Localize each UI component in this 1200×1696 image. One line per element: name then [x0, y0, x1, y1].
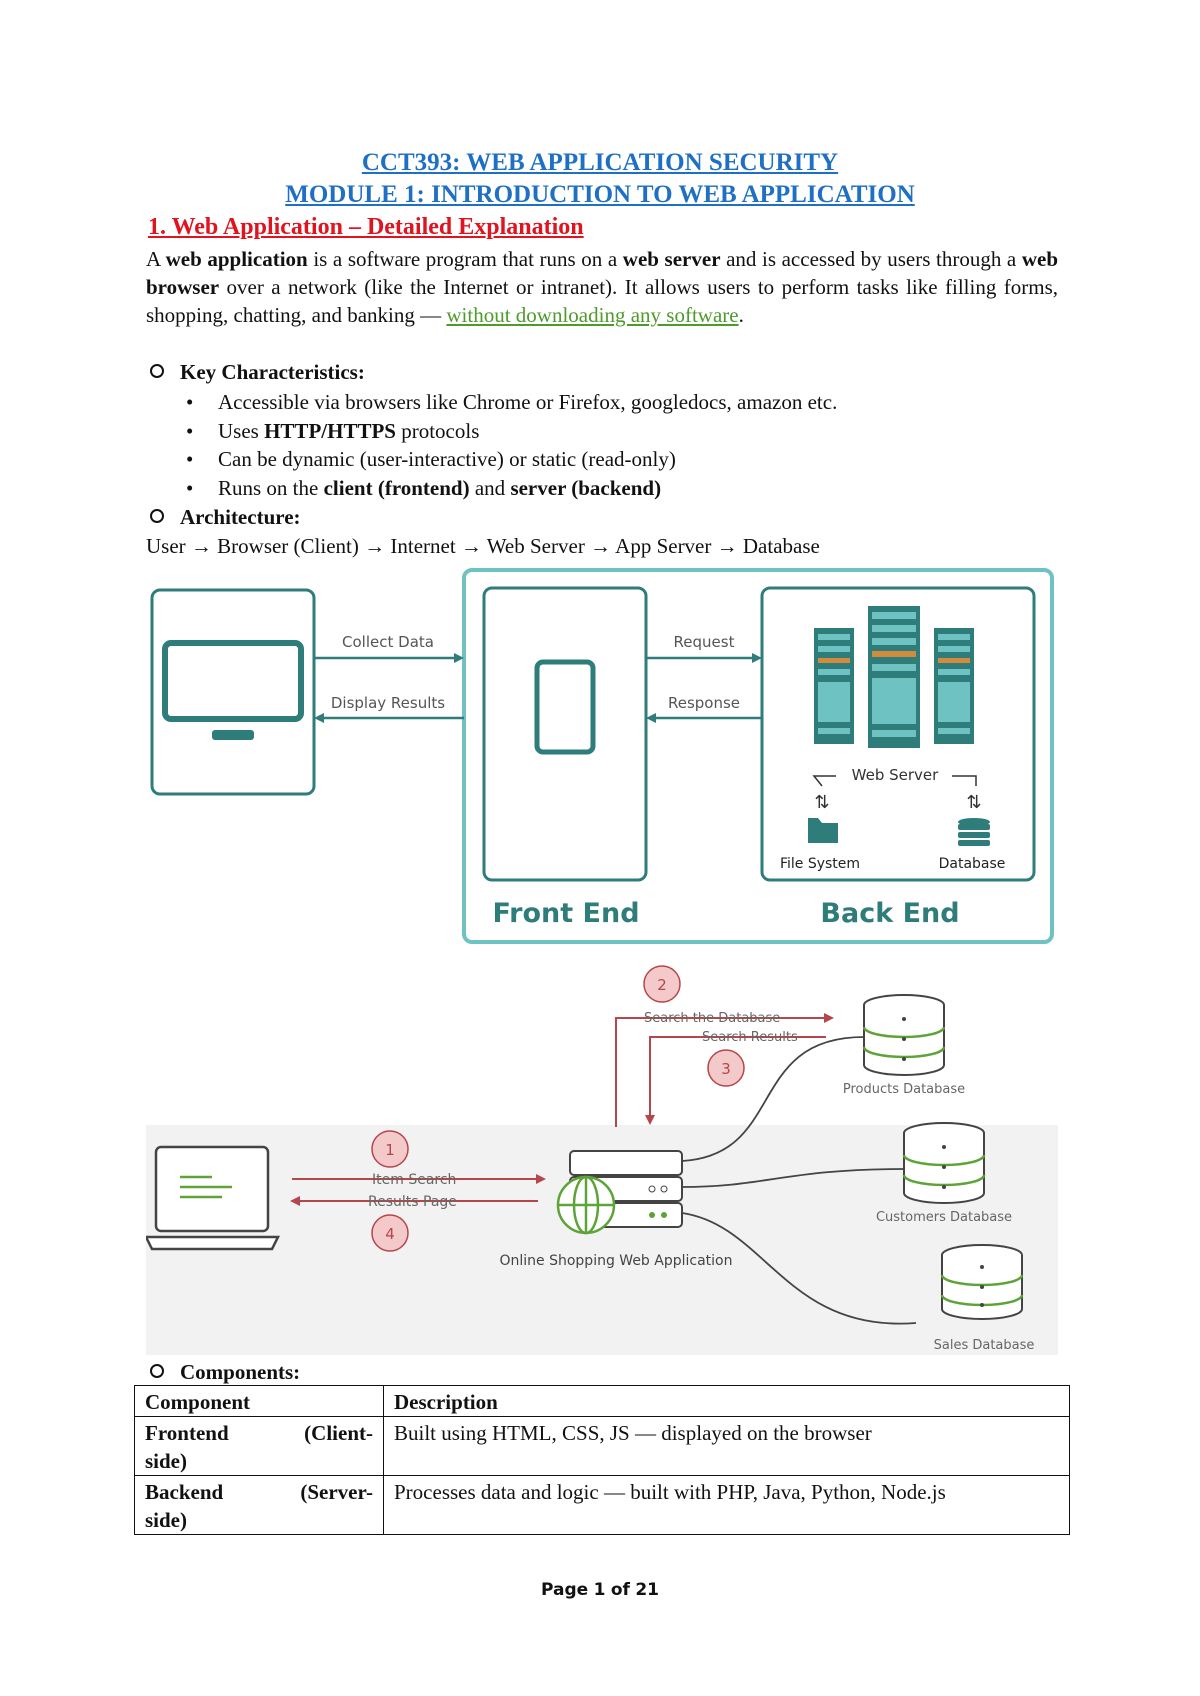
module-title: MODULE 1: INTRODUCTION TO WEB APPLICATIO… [285, 181, 915, 208]
description-cell: Built using HTML, CSS, JS — displayed on… [383, 1416, 1070, 1476]
display-results-label: Display Results [331, 694, 445, 712]
header-description: Description [383, 1385, 1070, 1417]
response-label: Response [668, 694, 740, 712]
list-item: Uses HTTP/HTTPS protocols [180, 417, 837, 446]
file-system-label: File System [780, 856, 860, 872]
svg-text:4: 4 [385, 1225, 395, 1243]
application-frame [462, 568, 1054, 944]
front-end-label: Front End [492, 898, 639, 929]
table-header-row: Component Description [134, 1385, 1070, 1417]
collect-data-label: Collect Data [342, 633, 434, 651]
backend-box [760, 586, 1036, 882]
component-cell: Frontend(Client- side) [134, 1416, 384, 1476]
database-icon [940, 1244, 1024, 1320]
section-heading: 1. Web Application – Detailed Explanatio… [148, 214, 584, 240]
customers-db-label: Customers Database [876, 1210, 1012, 1225]
database-icon [902, 1122, 986, 1204]
page-footer: Page 1 of 21 [541, 1580, 659, 1600]
sales-db-label: Sales Database [934, 1338, 1035, 1353]
server-rack-icon [814, 606, 974, 748]
laptop-icon [146, 1145, 281, 1251]
step-badge: 1 [371, 1130, 409, 1168]
frontend-box [482, 586, 648, 882]
step-badge: 3 [707, 1049, 745, 1087]
circle-bullet-icon [150, 509, 164, 523]
frontend-backend-diagram: Collect Data Display Results Request Res… [146, 566, 1058, 948]
web-server-label: Web Server [852, 766, 939, 784]
app-label: Online Shopping Web Application [499, 1253, 732, 1269]
globe-icon [556, 1175, 616, 1235]
circle-bullet-icon [150, 364, 164, 378]
search-results-label: Search Results [702, 1030, 798, 1045]
swap-arrows-icon: ⇅ [966, 792, 981, 813]
request-label: Request [674, 633, 735, 651]
svg-text:2: 2 [657, 976, 667, 994]
products-db-label: Products Database [843, 1082, 965, 1097]
architecture-flow: User → Browser (Client) → Internet → Web… [146, 534, 820, 558]
description-cell: Processes data and logic — built with PH… [383, 1475, 1070, 1535]
step-badge: 2 [643, 965, 681, 1003]
intro-paragraph: A web application is a software program … [146, 247, 1058, 327]
svg-text:3: 3 [721, 1060, 731, 1078]
database-icon [958, 818, 990, 846]
list-item: Accessible via browsers like Chrome or F… [180, 388, 837, 417]
circle-bullet-icon [150, 1364, 164, 1378]
course-title: CCT393: WEB APPLICATION SECURITY [361, 149, 839, 176]
link-without-downloading[interactable]: without downloading any software [446, 303, 739, 327]
component-cell: Backend(Server- side) [134, 1475, 384, 1535]
folder-icon [808, 818, 838, 843]
svg-text:1: 1 [385, 1141, 395, 1159]
results-page-label: Results Page [368, 1194, 457, 1210]
database-label: Database [939, 856, 1006, 872]
header-component: Component [134, 1385, 384, 1417]
monitor-icon [162, 640, 304, 740]
components-heading: Components: [150, 1358, 300, 1386]
back-end-label: Back End [820, 898, 959, 929]
key-characteristics-heading: Key Characteristics: [150, 358, 365, 386]
item-search-label: Item Search [372, 1172, 456, 1188]
step-badge: 4 [371, 1214, 409, 1252]
table-row: Backend(Server- side) Processes data and… [134, 1475, 1070, 1535]
swap-arrows-icon: ⇅ [814, 792, 829, 813]
characteristics-list: Accessible via browsers like Chrome or F… [180, 388, 837, 502]
architecture-heading: Architecture: [150, 503, 301, 531]
client-box [150, 588, 316, 796]
tablet-icon [534, 659, 596, 755]
table-row: Frontend(Client- side) Built using HTML,… [134, 1416, 1070, 1476]
online-shopping-diagram: 1 2 3 4 Item Search Results Page Search … [146, 955, 1058, 1355]
search-database-label: Search the Database [644, 1011, 780, 1026]
database-icon [862, 994, 946, 1076]
components-table: Component Description Frontend(Client- s… [134, 1385, 1070, 1535]
list-item: Runs on the client (frontend) and server… [180, 474, 837, 503]
list-item: Can be dynamic (user-interactive) or sta… [180, 445, 837, 474]
